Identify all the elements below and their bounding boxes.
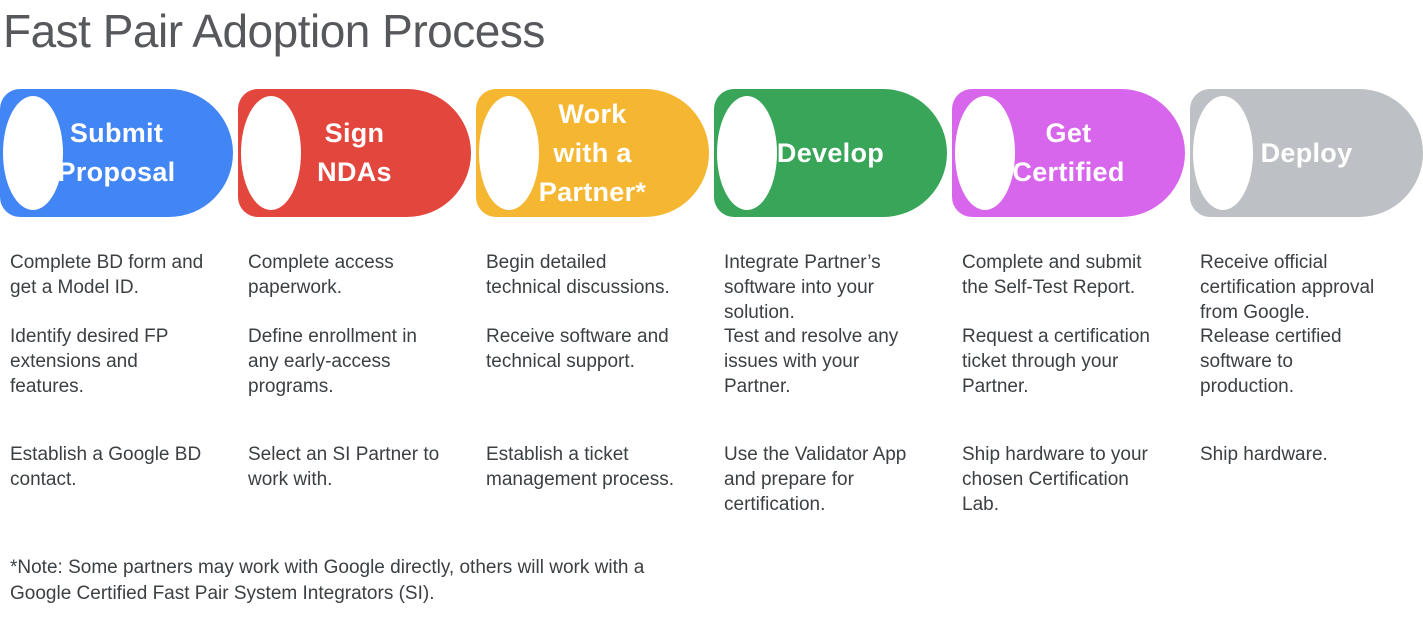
step-description: Request a certification ticket through y…: [962, 326, 1150, 397]
notch-cutout: [241, 96, 301, 210]
step-column-deploy: Deploy Receive official certification ap…: [1190, 89, 1423, 517]
step-shape-deploy: Deploy: [1190, 89, 1423, 217]
step-label: Work with a Partner*: [538, 98, 647, 207]
step-column-submit-proposal: Submit Proposal Complete BD form and get…: [0, 89, 233, 517]
step-description: Release certified software to production…: [1200, 326, 1342, 397]
footnote: *Note: Some partners may work with Googl…: [10, 557, 645, 604]
step-description: Receive software and technical support.: [486, 326, 669, 372]
process-flow: Submit Proposal Complete BD form and get…: [0, 89, 1423, 517]
step-description: Select an SI Partner to work with.: [248, 444, 440, 490]
step-description: Establish a Google BD contact.: [10, 444, 202, 490]
step-description: Ship hardware to your chosen Certificati…: [962, 444, 1148, 515]
step-shape-develop: Develop: [714, 89, 947, 217]
step-label: Get Certified: [1012, 118, 1125, 187]
notch-cutout: [479, 96, 539, 210]
notch-cutout: [1193, 96, 1253, 210]
step-description: Receive official certification approval …: [1200, 252, 1375, 323]
step-label: Sign NDAs: [317, 118, 392, 187]
step-description: Complete BD form and get a Model ID.: [10, 252, 204, 298]
step-description: Test and resolve any issues with your Pa…: [724, 326, 899, 397]
step-shape-work-with-partner: Work with a Partner*: [476, 89, 709, 217]
step-description: Use the Validator App and prepare for ce…: [724, 444, 907, 515]
step-description: Complete and submit the Self-Test Report…: [962, 252, 1142, 298]
notch-cutout: [717, 96, 777, 210]
step-description: Complete access paperwork.: [248, 252, 394, 298]
step-description: Begin detailed technical discussions.: [486, 252, 670, 298]
page-title: Fast Pair Adoption Process: [3, 5, 545, 57]
step-column-develop: Develop Integrate Partner’s software int…: [714, 89, 947, 517]
step-label: Submit Proposal: [57, 118, 176, 187]
fast-pair-adoption-page: Fast Pair Adoption Process Submit Propos…: [0, 5, 1423, 604]
step-description: Establish a ticket management process.: [486, 444, 674, 490]
step-description: Integrate Partner’s software into your s…: [724, 252, 881, 323]
step-description: Ship hardware.: [1200, 444, 1328, 465]
step-column-get-certified: Get Certified Complete and submit the Se…: [952, 89, 1185, 517]
step-description: Define enrollment in any early-access pr…: [248, 326, 417, 397]
step-label: Develop: [776, 137, 885, 168]
step-column-sign-ndas: Sign NDAs Complete access paperwork. Def…: [238, 89, 471, 517]
step-shape-get-certified: Get Certified: [952, 89, 1185, 217]
step-label: Deploy: [1260, 137, 1353, 168]
step-shape-submit-proposal: Submit Proposal: [0, 89, 233, 217]
step-column-work-with-partner: Work with a Partner* Begin detailed tech…: [476, 89, 709, 517]
notch-cutout: [955, 96, 1015, 210]
step-shape-sign-ndas: Sign NDAs: [238, 89, 471, 217]
notch-cutout: [3, 96, 63, 210]
step-description: Identify desired FP extensions and featu…: [10, 326, 169, 397]
